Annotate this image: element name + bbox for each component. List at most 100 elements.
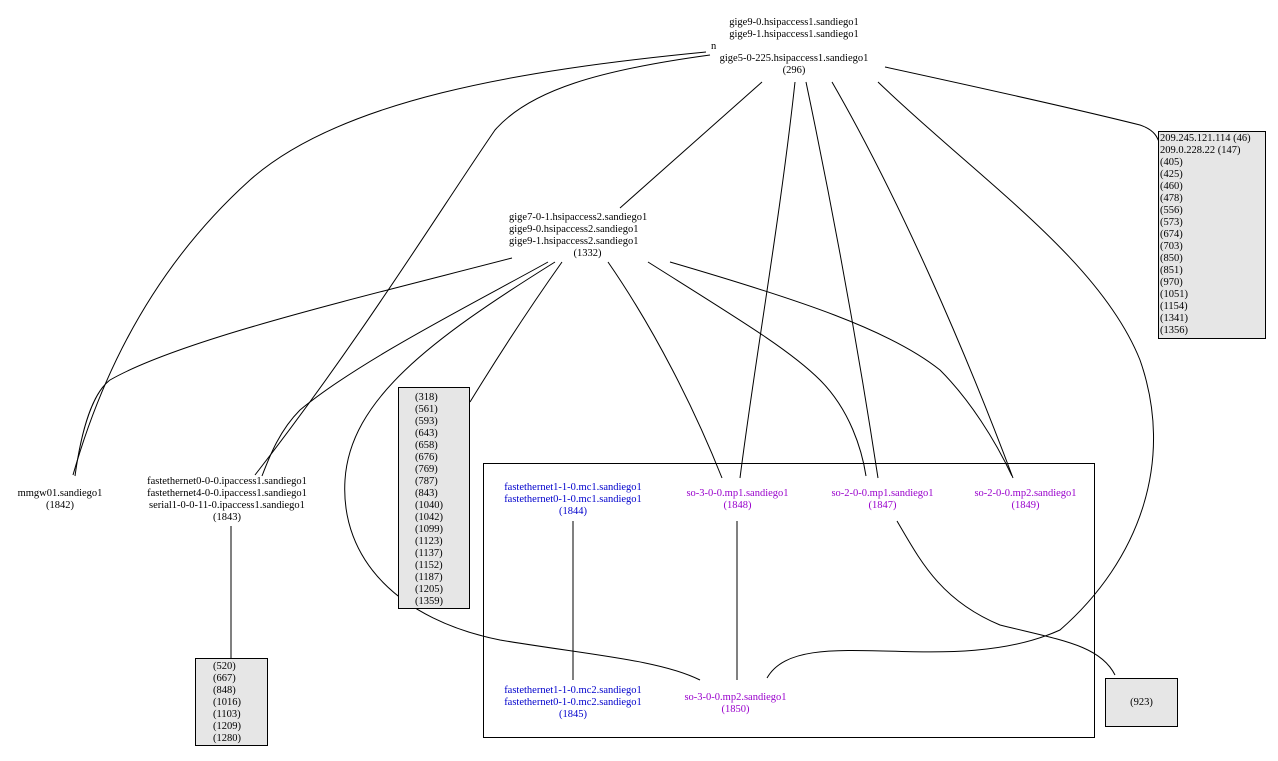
box-item: (676)	[415, 452, 438, 463]
box-item: (667)	[213, 673, 236, 684]
box-item: 209.0.228.22 (147)	[1160, 145, 1241, 156]
box-item: (573)	[1160, 217, 1183, 228]
edge-top-1843	[254, 54, 711, 476]
node-top-line: gige9-1.hsipaccess1.sandiego1	[729, 29, 859, 40]
box-item: (1051)	[1160, 289, 1188, 300]
box-bottom-right[interactable]: (923)	[1105, 678, 1178, 727]
box-item: (593)	[415, 416, 438, 427]
box-item: (674)	[1160, 229, 1183, 240]
edge-top-1847	[805, 81, 879, 479]
node-1848-line: (1848)	[723, 500, 752, 511]
edge-top-right-box	[884, 66, 1161, 146]
node-1844-line: fastethernet0-1-0.mc1.sandiego1	[504, 494, 642, 505]
edge-mid-middle-box	[469, 261, 563, 403]
node-mmgw-line: mmgw01.sandiego1	[17, 488, 103, 499]
edge-top-1848	[739, 81, 796, 479]
box-item: (318)	[415, 392, 438, 403]
box-item: (1341)	[1160, 313, 1188, 324]
node-1849-line: (1849)	[1011, 500, 1040, 511]
box-middle-list[interactable]: (318) (561) (593) (643) (658) (676) (769…	[398, 387, 470, 609]
box-item: (520)	[213, 661, 236, 672]
node-1848[interactable]: so-3-0-0.mp1.sandiego1 (1848)	[670, 488, 805, 512]
node-1845-line: fastethernet1-1-0.mc2.sandiego1	[504, 685, 642, 696]
node-1847-line: so-2-0-0.mp1.sandiego1	[831, 488, 934, 499]
box-item: (1123)	[415, 536, 443, 547]
node-top[interactable]: gige9-0.hsipaccess1.sandiego1 gige9-1.hs…	[700, 17, 888, 77]
node-1847[interactable]: so-2-0-0.mp1.sandiego1 (1847)	[815, 488, 950, 512]
node-1850[interactable]: so-3-0-0.mp2.sandiego1 (1850)	[668, 692, 803, 716]
box-item: (1205)	[415, 584, 443, 595]
box-bottom-left-list[interactable]: (520) (667) (848) (1016) (1103) (1209) (…	[195, 658, 268, 746]
box-item: (843)	[415, 488, 438, 499]
box-item: (1103)	[213, 709, 241, 720]
box-item: (1356)	[1160, 325, 1188, 336]
node-1843-line: fastethernet0-0-0.ipaccess1.sandiego1	[147, 476, 307, 487]
box-item: (1016)	[213, 697, 241, 708]
box-right-list[interactable]: 209.245.121.114 (46) 209.0.228.22 (147) …	[1158, 131, 1266, 339]
edge-mid-1843	[261, 261, 549, 477]
node-1847-line: (1847)	[868, 500, 897, 511]
box-item: (1040)	[415, 500, 443, 511]
node-1844-line: fastethernet1-1-0.mc1.sandiego1	[504, 482, 642, 493]
node-mid-line: gige7-0-1.hsipaccess2.sandiego1	[509, 212, 648, 223]
node-top-line: gige5-0-225.hsipaccess1.sandiego1	[719, 53, 869, 64]
edge-mid-1849	[669, 261, 1013, 477]
node-mid[interactable]: gige7-0-1.hsipaccess2.sandiego1 gige9-0.…	[500, 212, 675, 260]
node-mmgw-line: (1842)	[46, 500, 74, 511]
node-top-line: (296)	[782, 65, 806, 76]
box-item: (1359)	[415, 596, 443, 607]
node-top-line: n	[711, 41, 717, 52]
edge-top-mid	[619, 81, 763, 209]
node-1844-line: (1844)	[559, 506, 587, 517]
box-item: (970)	[1160, 277, 1183, 288]
edge-1847-box	[896, 520, 1116, 676]
edge-mid-1847	[647, 261, 867, 477]
edge-mid-mmgw	[74, 257, 513, 477]
node-1843-line: fastethernet4-0-0.ipaccess1.sandiego1	[147, 488, 307, 499]
box-item: (1187)	[415, 572, 443, 583]
node-1848-line: so-3-0-0.mp1.sandiego1	[686, 488, 789, 499]
box-item: (658)	[415, 440, 438, 451]
box-item: (561)	[415, 404, 438, 415]
box-item: (703)	[1160, 241, 1183, 252]
edge-top-1849	[831, 81, 1014, 479]
box-item: (850)	[1160, 253, 1183, 264]
node-mmgw[interactable]: mmgw01.sandiego1 (1842)	[5, 488, 115, 512]
box-item: (848)	[213, 685, 236, 696]
box-item: (1137)	[415, 548, 443, 559]
box-item: (405)	[1160, 157, 1183, 168]
edge-mid-1848	[607, 261, 723, 479]
node-1850-line: so-3-0-0.mp2.sandiego1	[684, 692, 787, 703]
node-1845[interactable]: fastethernet1-1-0.mc2.sandiego1 fastethe…	[488, 685, 658, 721]
node-mid-line: (1332)	[573, 248, 602, 259]
box-item: (851)	[1160, 265, 1183, 276]
box-item: (556)	[1160, 205, 1183, 216]
node-1850-line: (1850)	[721, 704, 750, 715]
box-item: (769)	[415, 464, 438, 475]
box-item: (1152)	[415, 560, 443, 571]
box-item: (478)	[1160, 193, 1183, 204]
node-1845-line: (1845)	[559, 709, 587, 720]
node-top-line: gige9-0.hsipaccess1.sandiego1	[729, 17, 859, 28]
node-1844[interactable]: fastethernet1-1-0.mc1.sandiego1 fastethe…	[488, 482, 658, 518]
node-1849-line: so-2-0-0.mp2.sandiego1	[974, 488, 1077, 499]
node-1843-line: (1843)	[213, 512, 241, 523]
box-item: (1154)	[1160, 301, 1188, 312]
edge-top-1850	[766, 81, 1154, 679]
node-mid-line: gige9-0.hsipaccess2.sandiego1	[509, 224, 639, 235]
box-item: (1042)	[415, 512, 443, 523]
box-item: (460)	[1160, 181, 1183, 192]
node-1845-line: fastethernet0-1-0.mc2.sandiego1	[504, 697, 642, 708]
edge-top-mmgw	[72, 51, 707, 476]
box-item: (923)	[1130, 697, 1153, 708]
edge-mid-1850	[344, 261, 701, 681]
box-item: (1099)	[415, 524, 443, 535]
box-item: (1209)	[213, 721, 241, 732]
box-item: 209.245.121.114 (46)	[1160, 133, 1251, 144]
node-1843-line: serial1-0-0-11-0.ipaccess1.sandiego1	[149, 500, 305, 511]
cluster-box	[483, 463, 1095, 738]
box-item: (787)	[415, 476, 438, 487]
node-1849[interactable]: so-2-0-0.mp2.sandiego1 (1849)	[958, 488, 1093, 512]
node-1843[interactable]: fastethernet0-0-0.ipaccess1.sandiego1 fa…	[132, 476, 322, 524]
